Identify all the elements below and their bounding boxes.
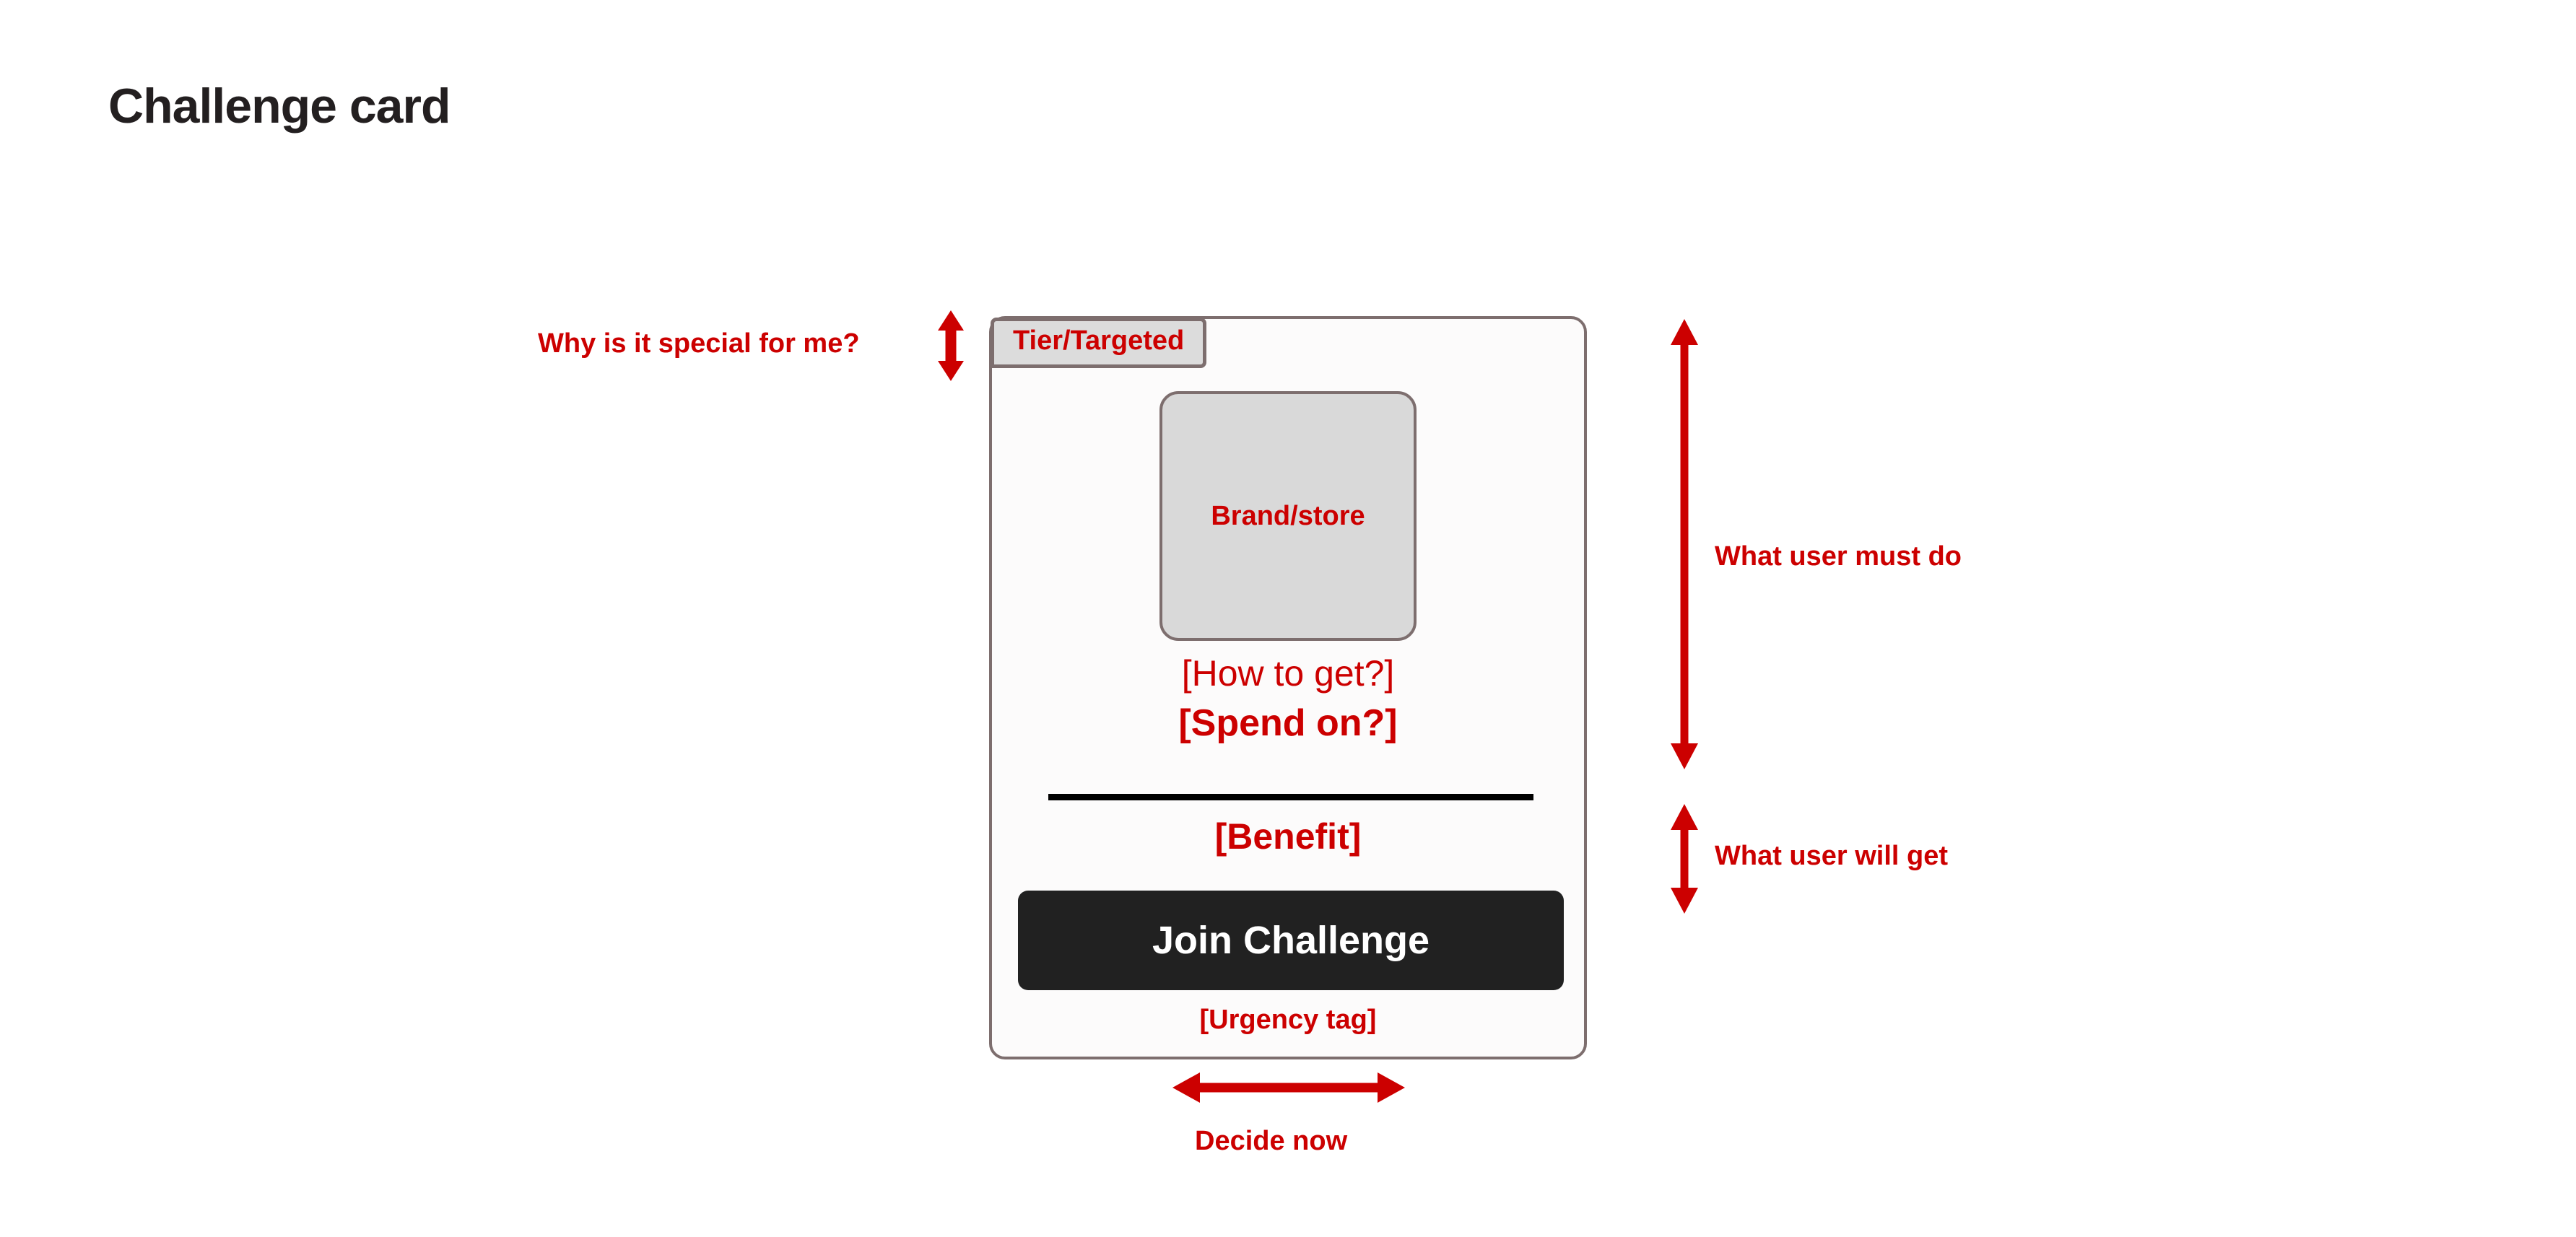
card-divider <box>1048 794 1533 800</box>
join-challenge-button[interactable]: Join Challenge <box>1018 891 1564 990</box>
challenge-card: Tier/Targeted Brand/store [How to get?] … <box>989 316 1587 1059</box>
tier-targeted-badge[interactable]: Tier/Targeted <box>991 318 1207 368</box>
annotation-label-what-will-get: What user will get <box>1715 841 1949 871</box>
annotation-label-decide-now: Decide now <box>1195 1126 1348 1156</box>
vertical-double-arrow-icon-why-special <box>938 310 964 381</box>
page-title: Challenge card <box>108 79 451 134</box>
how-to-get-text: [How to get?] <box>1181 653 1395 694</box>
vertical-double-arrow-icon-what-will-get <box>1671 804 1698 914</box>
annotation-label-what-must-do: What user must do <box>1715 541 1962 572</box>
annotation-label-why-special: Why is it special for me? <box>538 328 860 359</box>
vertical-double-arrow-icon-what-must-do <box>1671 319 1698 769</box>
benefit-text: [Benefit] <box>1214 816 1362 857</box>
brand-store-label: Brand/store <box>1211 500 1365 531</box>
brand-store-placeholder: Brand/store <box>1159 391 1417 641</box>
urgency-tag-text: [Urgency tag] <box>1199 1005 1377 1035</box>
spend-on-text: [Spend on?] <box>1178 702 1398 744</box>
horizontal-double-arrow-icon-decide-now <box>1172 1072 1405 1103</box>
